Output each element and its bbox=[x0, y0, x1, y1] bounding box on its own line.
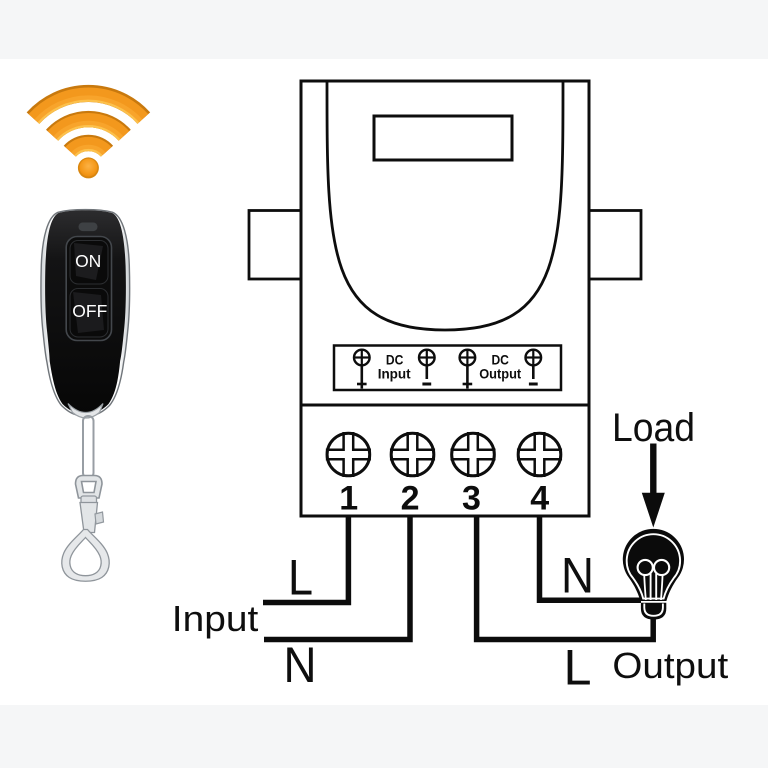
svg-text:Input: Input bbox=[378, 366, 411, 381]
svg-text:ON: ON bbox=[75, 251, 101, 271]
svg-text:Input: Input bbox=[172, 598, 258, 639]
svg-text:4: 4 bbox=[530, 479, 549, 517]
svg-text:L: L bbox=[564, 640, 592, 696]
svg-text:OFF: OFF bbox=[72, 301, 107, 321]
svg-text:DC: DC bbox=[386, 352, 404, 367]
svg-text:DC: DC bbox=[491, 352, 509, 367]
svg-text:3: 3 bbox=[462, 479, 481, 517]
svg-text:L: L bbox=[288, 549, 313, 605]
svg-text:1: 1 bbox=[339, 479, 358, 517]
svg-text:N: N bbox=[561, 547, 594, 603]
svg-text:Load: Load bbox=[612, 406, 695, 450]
svg-text:Output: Output bbox=[479, 366, 521, 381]
svg-text:N: N bbox=[284, 637, 317, 693]
svg-text:2: 2 bbox=[401, 479, 420, 517]
svg-text:Output: Output bbox=[612, 645, 728, 686]
